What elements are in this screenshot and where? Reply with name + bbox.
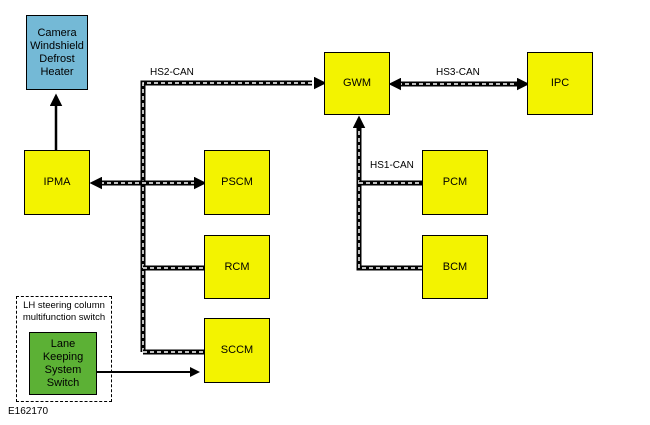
hs2-can-label: HS2-CAN bbox=[150, 67, 194, 78]
lh-steering-column-group bbox=[16, 296, 112, 402]
hs1-can-bus bbox=[352, 115, 422, 271]
rcm-module: RCM bbox=[204, 235, 270, 299]
group-label: LH steering column multifunction switch bbox=[22, 300, 106, 323]
gwm-module: GWM bbox=[324, 52, 390, 115]
hs2-can-bus bbox=[140, 76, 327, 352]
bcm-module: BCM bbox=[422, 235, 488, 299]
hs3-can-label: HS3-CAN bbox=[436, 67, 480, 78]
hs1-can-label: HS1-CAN bbox=[370, 160, 414, 171]
camera-windshield-defrost-heater: Camera Windshield Defrost Heater bbox=[26, 15, 88, 90]
lane-keeping-switch: Lane Keeping System Switch bbox=[29, 332, 97, 395]
ipc-module: IPC bbox=[527, 52, 593, 115]
ipma-module: IPMA bbox=[24, 150, 90, 215]
figure-id: E162170 bbox=[8, 406, 49, 417]
pcm-module: PCM bbox=[422, 150, 488, 215]
pscm-module: PSCM bbox=[204, 150, 270, 215]
sccm-module: SCCM bbox=[204, 318, 270, 383]
